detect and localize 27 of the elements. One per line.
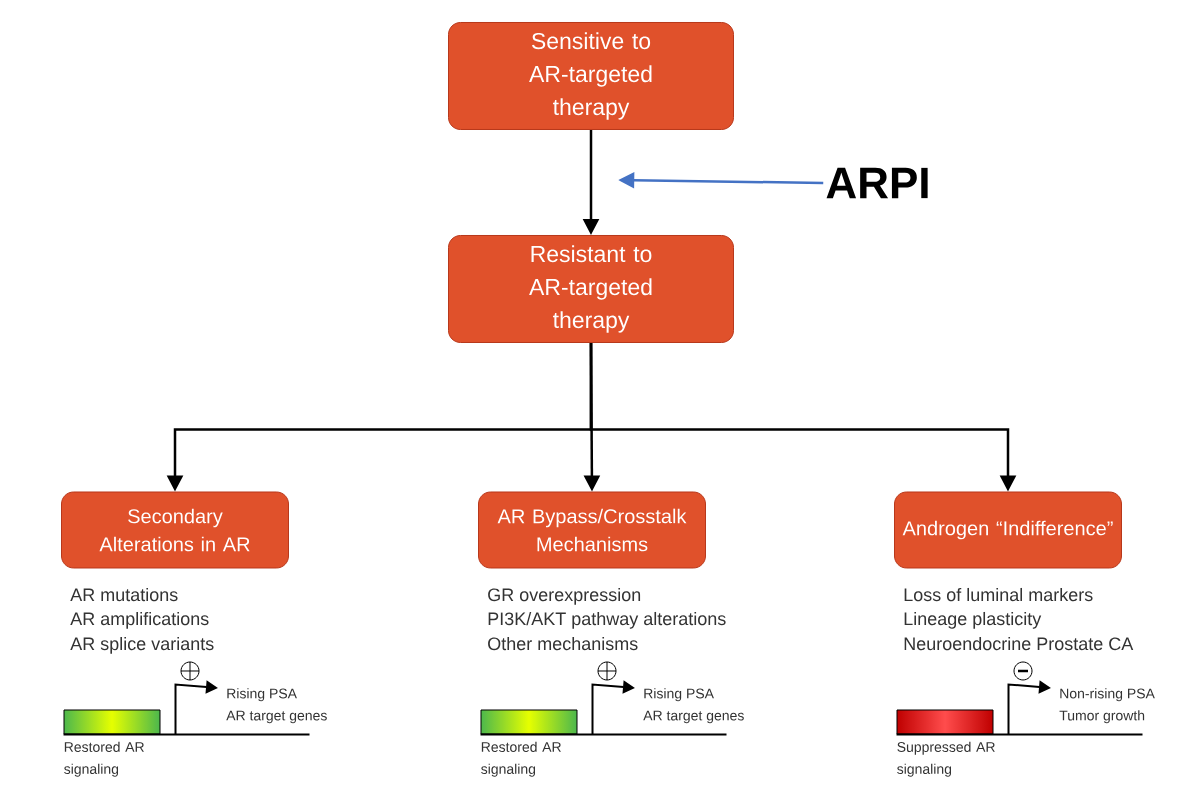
list-item: AR splice variants <box>70 636 214 654</box>
signal-bar <box>896 709 994 735</box>
bar-label: Restored AR signaling <box>481 741 561 777</box>
list-item: AR amplifications <box>70 611 209 629</box>
list-item: PI3K/AKT pathway alterations <box>488 611 726 629</box>
arrow <box>479 680 728 736</box>
drug-label: ARPI <box>826 167 928 199</box>
list-item: Other mechanisms <box>488 636 638 651</box>
arrow <box>895 680 1144 736</box>
output-label: Rising PSA AR target genes <box>226 688 327 724</box>
process-box: Androgen “Indifference” <box>894 491 1122 569</box>
bar-label: Suppressed AR signaling <box>897 741 995 777</box>
arrow <box>62 680 311 736</box>
bar-label: Restored AR signaling <box>64 741 144 777</box>
signal-bar <box>63 709 161 735</box>
process-box: Sensitive to AR-targeted therapy <box>448 22 734 130</box>
list-item: AR mutations <box>70 587 178 602</box>
signal-bar <box>480 709 578 735</box>
process-box: AR Bypass/Crosstalk Mechanisms <box>478 491 706 569</box>
output-label: Non-rising PSA Tumor growth <box>1059 688 1155 724</box>
process-box: Secondary Alterations in AR <box>61 491 289 569</box>
process-box: Resistant to AR-targeted therapy <box>448 235 734 343</box>
list-item: GR overexpression <box>488 587 641 605</box>
output-label: Rising PSA AR target genes <box>643 688 744 724</box>
list-item: Loss of luminal markers <box>904 587 1093 602</box>
list-item: Lineage plasticity <box>904 611 1042 629</box>
list-item: Neuroendocrine Prostate CA <box>904 636 1134 651</box>
